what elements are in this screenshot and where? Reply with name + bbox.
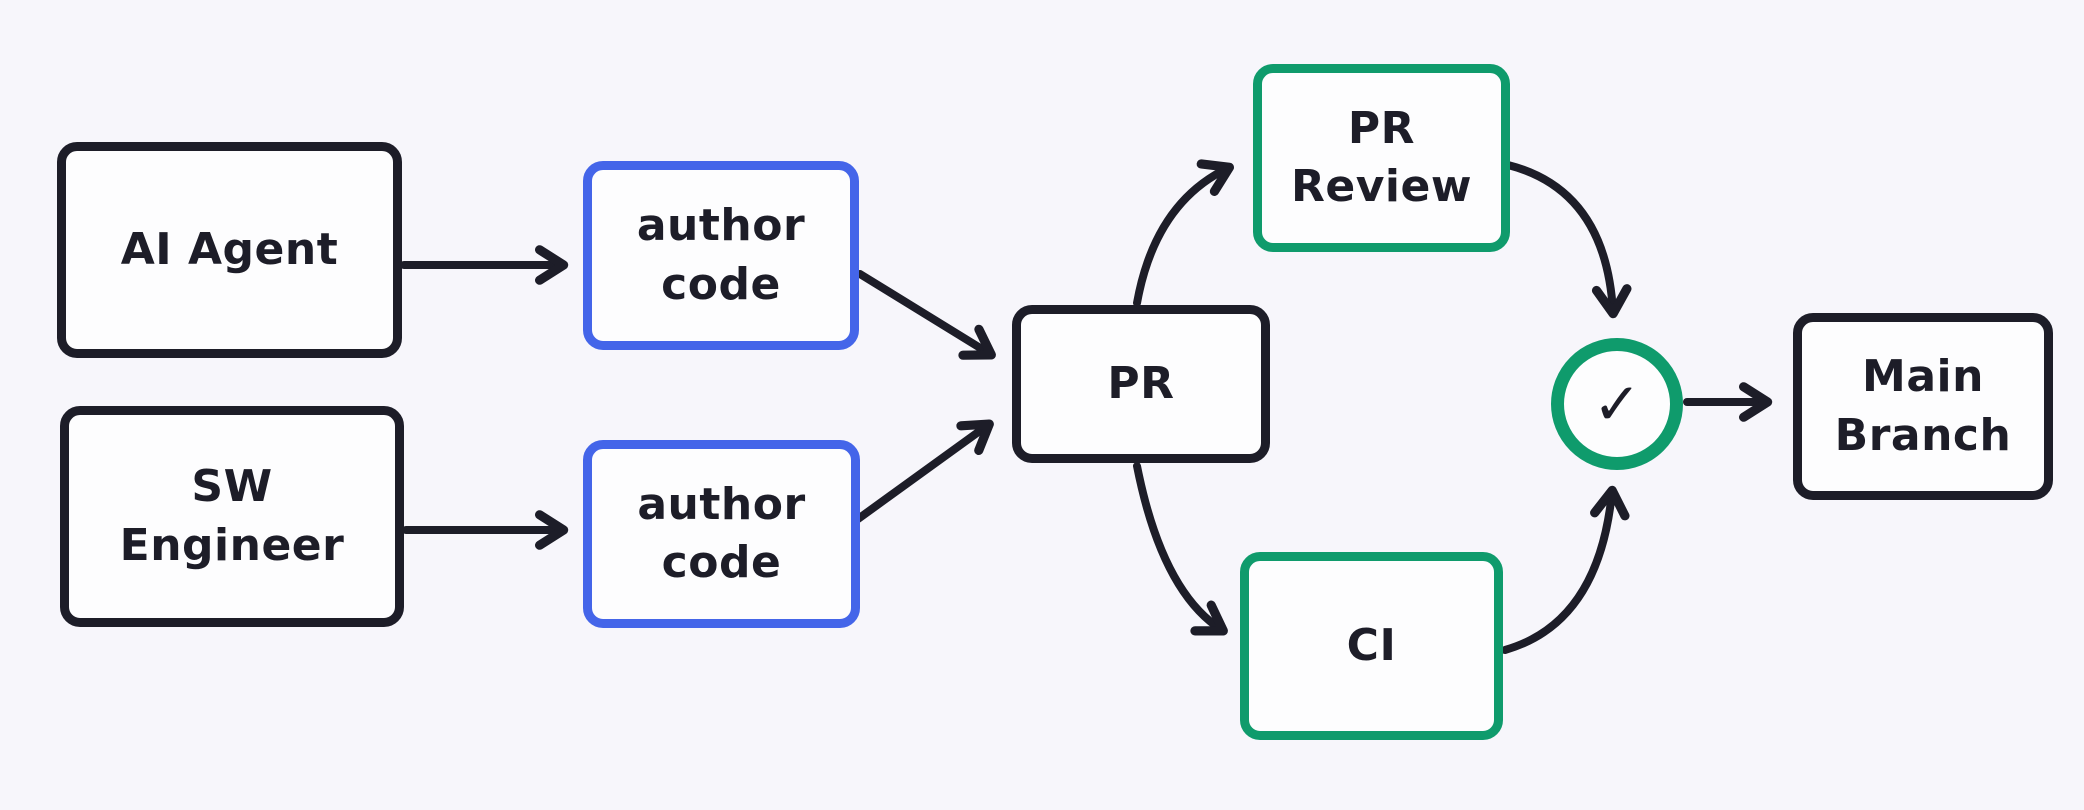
pr-review-label-line1: PR: [1347, 102, 1416, 154]
node-ci: CI: [1240, 552, 1503, 740]
author-code-top-label-line2: code: [661, 258, 781, 310]
arrow-author-code-bottom-to-pr: [854, 419, 994, 523]
arrow-pr-review-to-checkpoint: [1504, 161, 1632, 319]
main-branch-label-line2: Branch: [1834, 409, 2012, 461]
node-sw-engineer: SW Engineer: [60, 406, 404, 627]
pr-review-label-line2: Review: [1291, 161, 1472, 212]
arrow-pr-to-ci: [1133, 462, 1228, 636]
pr-label: PR: [1107, 357, 1175, 409]
node-author-code-top: author code: [583, 161, 859, 350]
ai-agent-label: AI Agent: [120, 223, 339, 275]
author-code-top-label-line1: author: [636, 200, 806, 252]
arrow-pr-to-pr-review: [1133, 159, 1235, 307]
ci-label: CI: [1346, 619, 1397, 671]
author-code-bottom-label-line1: author: [637, 478, 806, 530]
node-pr: PR: [1012, 305, 1270, 463]
node-author-code-bottom: author code: [583, 440, 860, 628]
arrow-ci-to-checkpoint: [1501, 485, 1630, 654]
node-main-branch: Main Branch: [1793, 313, 2053, 500]
sw-engineer-label-line2: Engineer: [119, 519, 345, 571]
checkmark-icon: ✓: [1592, 370, 1642, 438]
node-ai-agent: AI Agent: [57, 142, 402, 358]
node-pr-review: PR Review: [1253, 64, 1510, 252]
main-branch-label-line1: Main: [1862, 351, 1984, 403]
arrow-author-code-top-to-pr: [856, 270, 996, 360]
node-checkpoint: ✓: [1551, 338, 1683, 470]
sw-engineer-label-line1: SW: [191, 461, 273, 513]
author-code-bottom-label-line2: code: [661, 537, 782, 588]
